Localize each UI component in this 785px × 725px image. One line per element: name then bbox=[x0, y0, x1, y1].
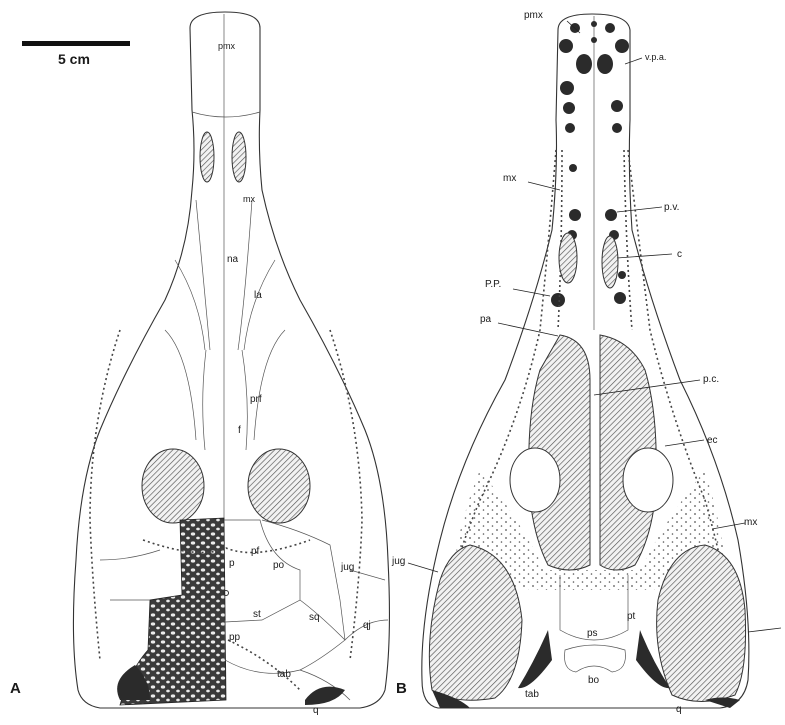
panel-a-outline bbox=[73, 12, 389, 708]
panel-a-orbit-right bbox=[248, 449, 310, 523]
a-label-po: po bbox=[273, 560, 285, 571]
a-label-p: p bbox=[229, 558, 235, 569]
a-label-na: na bbox=[227, 254, 239, 265]
b-label-ec: ec bbox=[707, 435, 718, 446]
a-label-pmx: pmx bbox=[218, 41, 236, 51]
b-label-c: c bbox=[677, 249, 682, 260]
b-label-mx2: mx bbox=[744, 517, 757, 528]
panel-b-choana-right bbox=[602, 236, 618, 288]
b-label-mx: mx bbox=[503, 173, 516, 184]
b-label-ps: ps bbox=[587, 628, 598, 639]
scale-bar: 5 cm bbox=[22, 41, 130, 67]
a-label-qj: qj bbox=[363, 620, 371, 631]
a-label-st: st bbox=[253, 609, 261, 620]
b-label-bo: bo bbox=[588, 675, 600, 686]
a-label-prf: prf bbox=[250, 394, 262, 405]
b-label-vpa: v.p.a. bbox=[645, 52, 666, 62]
b-label-jug: jug bbox=[391, 556, 405, 567]
a-label-la: la bbox=[254, 290, 262, 301]
a-label-pp: pp bbox=[229, 632, 241, 643]
b-label-pv: p.v. bbox=[664, 202, 679, 213]
panel-b-choana-left bbox=[559, 233, 577, 283]
panel-a-naris-left bbox=[200, 132, 214, 182]
panel-a-naris-right bbox=[232, 132, 246, 182]
a-label-tab: tab bbox=[277, 669, 291, 680]
b-label-pa: pa bbox=[480, 314, 492, 325]
b-label-pmx: pmx bbox=[524, 10, 543, 21]
panel-a-orbit-left bbox=[142, 449, 204, 523]
b-label-pp: P.P. bbox=[485, 279, 501, 290]
b-label-pc: p.c. bbox=[703, 374, 719, 385]
a-label-pf: pf bbox=[251, 546, 260, 557]
panel-b-fossa-right bbox=[657, 545, 746, 702]
a-label-mx: mx bbox=[243, 194, 255, 204]
panel-b-letter: B bbox=[396, 680, 407, 697]
b-label-q: q bbox=[676, 704, 682, 715]
a-label-jug: jug bbox=[340, 562, 354, 573]
panel-b-skull bbox=[422, 14, 749, 708]
b-label-pt: pt bbox=[627, 611, 636, 622]
a-label-f: f bbox=[238, 425, 241, 436]
a-label-sq: sq bbox=[309, 612, 320, 623]
b-label-tab: tab bbox=[525, 689, 539, 700]
scale-bar-label: 5 cm bbox=[58, 51, 90, 67]
scale-bar-line bbox=[22, 41, 130, 46]
panel-a-skull bbox=[73, 12, 389, 708]
a-label-q: q bbox=[313, 705, 319, 716]
panel-a-letter: A bbox=[10, 680, 21, 697]
